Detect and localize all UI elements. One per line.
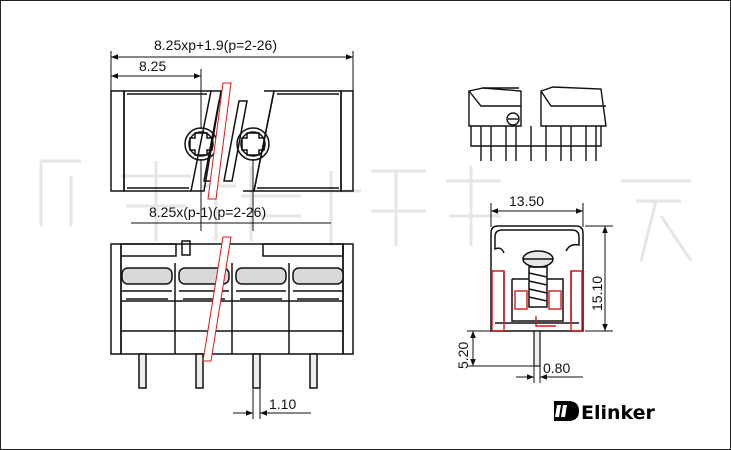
- label-pitch: 8.25: [139, 58, 166, 74]
- wire-slot: [235, 267, 287, 300]
- pin: [533, 330, 541, 367]
- dimension-pin-length: [467, 330, 535, 367]
- wire-slot: [121, 267, 173, 300]
- pin: [138, 353, 147, 389]
- front-left-end: [110, 243, 122, 355]
- iso-view: [468, 86, 607, 161]
- top-right-body: [253, 90, 342, 192]
- dimension-width: [490, 203, 584, 227]
- front-view: [110, 236, 354, 389]
- front-right-end: [342, 243, 354, 355]
- label-width: 13.50: [509, 193, 544, 209]
- brand-name: Elinker: [581, 402, 656, 424]
- dimension-pitch: [111, 69, 202, 129]
- pin: [252, 353, 261, 389]
- label-total-length: 8.25xp+1.9(p=2-26): [154, 37, 277, 53]
- dimension-total-length: [110, 51, 354, 93]
- wire-slot: [292, 267, 344, 300]
- label-pin-length: 5.20: [455, 342, 471, 369]
- watermark: [39, 159, 693, 262]
- label-pin-width: 1.10: [269, 396, 296, 412]
- clamp-detail: [491, 270, 583, 332]
- side-view: [490, 225, 584, 332]
- dimension-pin-thickness: [516, 366, 583, 383]
- pin: [309, 353, 318, 389]
- elinker-logo-icon: [554, 401, 579, 421]
- dimension-height: [585, 225, 613, 332]
- label-pitch-span: 8.25x(p-1)(p=2-26): [149, 204, 266, 220]
- label-pin-thickness: 0.80: [543, 360, 570, 376]
- dimension-pin-width: [233, 389, 311, 419]
- label-height: 15.10: [589, 276, 605, 311]
- screw-icon: [236, 127, 270, 161]
- top-right-block: [340, 90, 354, 192]
- dimension-pitch-span: [131, 159, 331, 231]
- side-body: [490, 225, 584, 332]
- top-view: [110, 82, 354, 200]
- pin: [195, 353, 204, 389]
